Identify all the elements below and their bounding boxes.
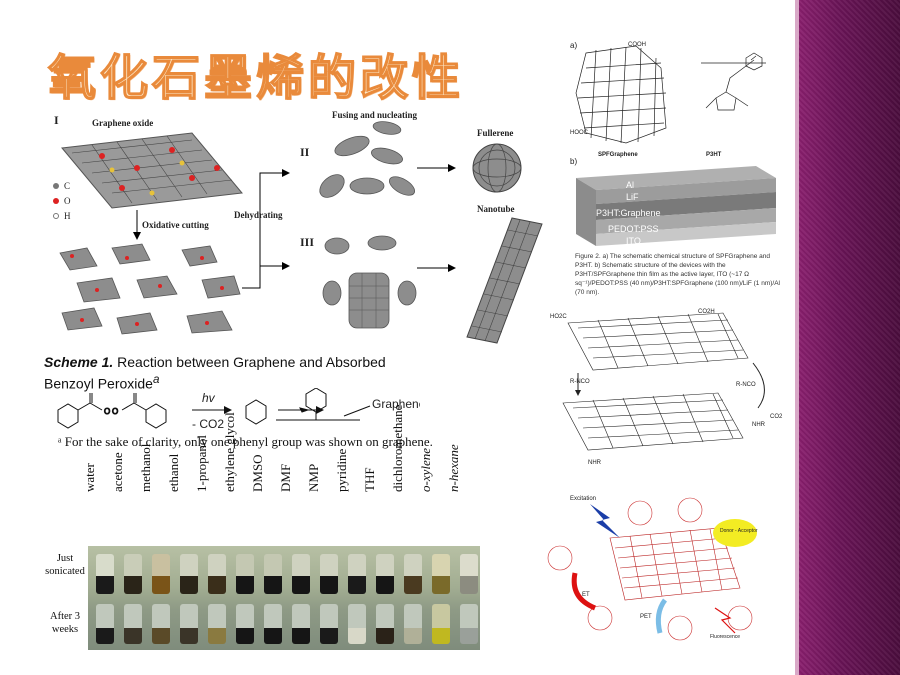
fusing-label: Fusing and nucleating bbox=[332, 110, 418, 120]
solvent-label: n-hexane bbox=[446, 444, 461, 492]
p3ht-label: P3HT bbox=[706, 152, 722, 158]
svg-text:LiF: LiF bbox=[626, 192, 639, 202]
fluorescence-label: Fluorescence bbox=[710, 634, 740, 640]
graphene-sheet-red bbox=[609, 527, 741, 601]
svg-text:Donor - Acceptor: Donor - Acceptor bbox=[720, 528, 758, 534]
graphene-oxide-label: Graphene oxide bbox=[92, 118, 153, 128]
spfgraphene-structure: a) COOH HOOC SPFGraphene P3HT b) bbox=[570, 41, 776, 246]
pet-label: PET bbox=[640, 614, 652, 620]
et-label: ET bbox=[582, 592, 590, 598]
svg-text:O: O bbox=[104, 407, 110, 416]
scheme-text: Reaction between Graphene and Absorbed B… bbox=[44, 354, 386, 392]
spfgraphene-label: SPFGraphene bbox=[598, 152, 638, 158]
svg-text:PEDOT:PSS: PEDOT:PSS bbox=[608, 224, 659, 234]
graphene-label: Graphene bbox=[372, 397, 420, 411]
donor-acceptor-scheme: Excitation Donor - Acceptor ET PET Fluor… bbox=[547, 496, 758, 641]
nucleating-pieces bbox=[322, 235, 417, 329]
figure-isocyanate-reaction: HO2C CO2H R-NCO R-NCO CO2 NHR NHR bbox=[548, 308, 786, 468]
svg-text:Al: Al bbox=[626, 180, 634, 190]
solvent-label: ethylene glycol bbox=[222, 412, 237, 492]
nanotube bbox=[466, 217, 543, 344]
graphene-oxide-sheet bbox=[61, 132, 243, 209]
row-label-after-3-weeks: After 3 weeks bbox=[49, 611, 81, 635]
solvent-label: methanol bbox=[138, 443, 153, 492]
isocyanate-scheme: HO2C CO2H R-NCO R-NCO CO2 NHR NHR bbox=[550, 309, 783, 466]
figure-2-caption: Figure 2. a) The schematic chemical stru… bbox=[575, 253, 780, 296]
figure-spfgraphene-device: a) COOH HOOC SPFGraphene P3HT b) bbox=[566, 38, 791, 248]
atom-legend: C O H bbox=[53, 181, 71, 221]
label-III: III bbox=[300, 235, 314, 249]
label-I: I bbox=[54, 113, 59, 127]
panel-a-label: a) bbox=[570, 41, 577, 50]
solvent-label: water bbox=[82, 463, 97, 492]
divider-line bbox=[795, 0, 799, 675]
decorative-band bbox=[799, 0, 900, 675]
solvent-label: NMP bbox=[306, 463, 321, 492]
scheme-title: Scheme 1. bbox=[44, 354, 114, 370]
solvent-label: pyridine bbox=[334, 448, 349, 492]
fusing-pieces bbox=[319, 121, 416, 198]
hv-label: hv bbox=[202, 391, 216, 405]
solvent-label: acetone bbox=[110, 452, 125, 492]
device-stack bbox=[576, 166, 776, 246]
svg-text:C: C bbox=[64, 181, 70, 191]
solvent-label: 1-propanol bbox=[194, 434, 209, 492]
svg-text:COOH: COOH bbox=[628, 42, 646, 48]
svg-text:NHR: NHR bbox=[752, 422, 766, 428]
scheme-caption: Scheme 1. Reaction between Graphene and … bbox=[44, 354, 414, 393]
donor-acceptor-bubble bbox=[713, 519, 757, 547]
scheme-footnote: ᵃ For the sake of clarity, only one phen… bbox=[58, 434, 433, 449]
svg-text:ITO: ITO bbox=[626, 236, 641, 246]
svg-text:O: O bbox=[112, 407, 118, 416]
slide-title: 氧化石墨烯的改性 bbox=[47, 49, 465, 107]
co2-loss-label: - CO2 bbox=[192, 417, 224, 431]
svg-text:P3HT:Graphene: P3HT:Graphene bbox=[596, 208, 661, 218]
nanotube-label: Nanotube bbox=[477, 204, 515, 214]
dehydrating-label: Dehydrating bbox=[234, 210, 283, 220]
svg-text:R-NCO: R-NCO bbox=[570, 379, 590, 385]
p3ht-structure bbox=[701, 52, 766, 111]
svg-text:H: H bbox=[64, 211, 71, 221]
figure-donor-acceptor: Excitation Donor - Acceptor ET PET Fluor… bbox=[540, 488, 790, 648]
svg-text:HO2C: HO2C bbox=[550, 314, 567, 320]
benzoyl-peroxide-reaction: O O hv - CO2 Graphene bbox=[57, 388, 420, 431]
panel-b-label: b) bbox=[570, 157, 577, 166]
transformation-diagram: I Graphene oxide C O H bbox=[53, 110, 543, 344]
fullerene bbox=[472, 143, 522, 193]
solvent-label: DMSO bbox=[250, 454, 265, 492]
solvent-label: o-xylene bbox=[418, 447, 433, 492]
spfgraphene-lattice bbox=[575, 45, 667, 144]
svg-text:CO2: CO2 bbox=[770, 414, 783, 420]
lightning-icon bbox=[590, 504, 620, 538]
svg-text:HOOC: HOOC bbox=[570, 130, 589, 136]
scheme-sup: a bbox=[152, 373, 160, 386]
solvent-label: ethanol bbox=[166, 453, 181, 492]
graphene-fragments bbox=[59, 243, 241, 335]
excitation-label: Excitation bbox=[570, 496, 596, 502]
svg-text:R-NCO: R-NCO bbox=[736, 382, 756, 388]
svg-text:CO2H: CO2H bbox=[698, 309, 715, 315]
fullerene-label: Fullerene bbox=[477, 128, 513, 138]
svg-text:O: O bbox=[64, 196, 71, 206]
label-II: II bbox=[300, 145, 310, 159]
solvent-label: dichloromethane bbox=[390, 404, 405, 492]
solvent-label: THF bbox=[362, 467, 377, 492]
row-label-just-sonicated: Just sonicated bbox=[45, 553, 85, 577]
figure-graphene-oxide-transformation: I Graphene oxide C O H bbox=[42, 108, 552, 348]
solvent-label: DMF bbox=[278, 463, 293, 492]
oxidative-cutting-label: Oxidative cutting bbox=[142, 220, 209, 230]
svg-text:NHR: NHR bbox=[588, 460, 602, 466]
vials-photo bbox=[88, 546, 480, 650]
